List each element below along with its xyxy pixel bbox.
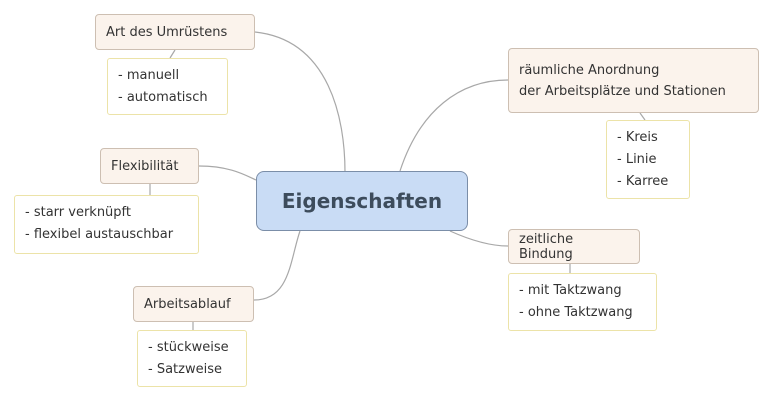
connector-flex: [198, 165, 257, 181]
topic-label: Arbeitsablauf: [144, 296, 231, 312]
note-item: - starr verknüpft: [25, 205, 131, 220]
topic-zeitliche-bindung[interactable]: zeitliche Bindung: [508, 229, 640, 264]
topic-label: der Arbeitsplätze und Stationen: [519, 83, 726, 99]
connector-art: [254, 31, 346, 173]
note-pointer: [639, 112, 646, 121]
topic-label: Art des Umrüstens: [106, 24, 228, 40]
note-zeitliche-bindung: - mit Taktzwang - ohne Taktzwang: [508, 273, 657, 331]
note-item: - Linie: [617, 152, 657, 167]
topic-label: Flexibilität: [111, 158, 179, 174]
note-item: - Satzweise: [148, 362, 222, 377]
note-item: - Kreis: [617, 130, 658, 145]
connector-raeumlich: [399, 79, 509, 172]
note-arbeitsablauf: - stückweise - Satzweise: [137, 330, 247, 387]
topic-label: zeitliche Bindung: [519, 231, 574, 262]
topic-arbeitsablauf[interactable]: Arbeitsablauf: [133, 286, 254, 322]
topic-art-des-umruestens[interactable]: Art des Umrüstens: [95, 14, 255, 50]
note-item: - stückweise: [148, 340, 229, 355]
connector-zeitlich: [449, 230, 509, 247]
central-topic[interactable]: Eigenschaften: [256, 171, 468, 231]
note-raeumliche-anordnung: - Kreis - Linie - Karree: [606, 120, 690, 199]
topic-label: räumliche Anordnung: [519, 62, 660, 78]
note-item: - Karree: [617, 174, 669, 189]
topic-raeumliche-anordnung[interactable]: räumliche Anordnung der Arbeitsplätze un…: [508, 48, 759, 113]
note-pointer: [169, 49, 176, 59]
note-item: - automatisch: [118, 90, 208, 105]
topic-flexibilitaet[interactable]: Flexibilität: [100, 148, 199, 184]
central-topic-label: Eigenschaften: [281, 189, 443, 213]
note-flexibilitaet: - starr verknüpft - flexibel austauschba…: [14, 195, 199, 254]
note-item: - manuell: [118, 68, 180, 83]
note-item: - ohne Taktzwang: [519, 305, 633, 320]
note-item: - flexibel austauschbar: [25, 227, 174, 242]
connector-ablauf: [253, 230, 301, 301]
note-item: - mit Taktzwang: [519, 283, 622, 298]
note-art-des-umruestens: - manuell - automatisch: [107, 58, 228, 115]
